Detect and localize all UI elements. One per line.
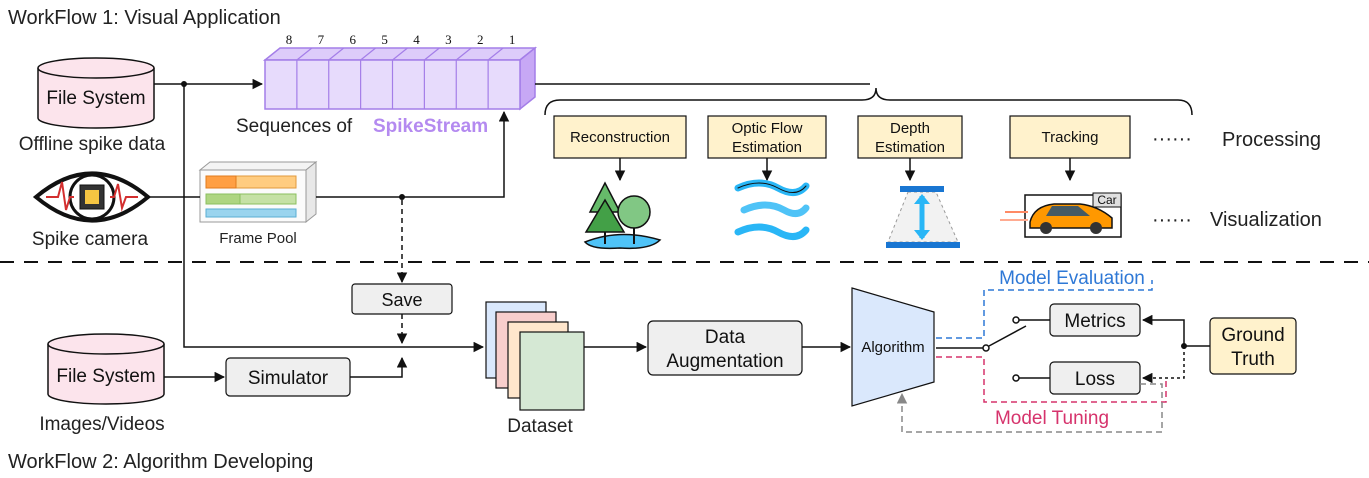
depth-icon [886, 186, 960, 248]
task-box-tracking [1009, 115, 1131, 159]
connector-gt-to-loss [1141, 346, 1185, 384]
dataset-caption: Dataset [507, 416, 573, 437]
task-box-reconstruction [553, 115, 687, 159]
spikestream-caption-highlight: SpikeStream [373, 116, 488, 137]
spikestream-index: 6 [349, 32, 356, 47]
task-label-reconstruction: Reconstruction [570, 129, 670, 146]
switch-lever [988, 325, 1027, 347]
images-videos-caption: Images/Videos [39, 414, 164, 435]
spikestream-index: 4 [413, 32, 420, 47]
frame-pool-caption: Frame Pool [219, 230, 297, 247]
task-box-optic-flow [707, 115, 827, 159]
connector-simulator-up [350, 356, 408, 378]
offline-spike-data-caption: Offline spike data [19, 134, 166, 155]
junction-dot [399, 194, 405, 200]
processing-brace [544, 87, 1193, 116]
tracking-car-icon: Car [1000, 192, 1122, 238]
algorithm-label: Algorithm [861, 339, 924, 356]
dataset-stack [485, 301, 585, 411]
spikestream-index: 7 [318, 32, 325, 47]
workflow2-title: WorkFlow 2: Algorithm Developing [8, 451, 313, 473]
spikestream-index: 2 [477, 32, 484, 47]
visualization-ellipsis: ······ [1152, 209, 1192, 231]
frame-pool-icon [198, 160, 318, 224]
spike-camera-icon [32, 171, 152, 223]
task-label-optic-flow: Optic Flow [732, 120, 803, 137]
spikestream-index: 1 [509, 32, 516, 47]
file-system-bottom: File System [47, 333, 165, 405]
processing-ellipsis: ······ [1152, 128, 1192, 150]
spikestream-divider [392, 47, 408, 61]
switch-terminal-metrics [1012, 316, 1020, 324]
processing-label: Processing [1222, 129, 1321, 151]
trees-icon [583, 181, 662, 250]
file-system-top-label: File System [46, 88, 145, 109]
save-label: Save [381, 290, 422, 310]
spikestream-divider [328, 47, 345, 61]
loss-box [1049, 361, 1141, 395]
model-evaluation-label: Model Evaluation [999, 268, 1145, 289]
visualization-label: Visualization [1210, 209, 1322, 231]
file-system-top: File System [37, 57, 155, 129]
task-label-tracking: Tracking [1042, 129, 1099, 146]
model-evaluation-path [936, 280, 1153, 339]
spikestream-divider [455, 47, 472, 61]
connector-offline-to-dataset [183, 84, 485, 353]
model-tuning-path [936, 356, 1167, 403]
metrics-box [1049, 303, 1141, 337]
spike-camera-caption: Spike camera [32, 229, 149, 250]
model-tuning-label: Model Tuning [995, 408, 1109, 429]
spikestream-divider [296, 47, 313, 61]
task-box-depth [857, 115, 963, 159]
connector-loss-feedback [896, 383, 1163, 433]
task-label-optic-flow-line2: Estimation [732, 139, 802, 156]
car-tag-label: Car [1097, 193, 1116, 207]
algorithm-box [851, 287, 935, 407]
switch-terminal-loss [1012, 374, 1020, 382]
connector-pool-to-spikestream [316, 110, 510, 198]
spikestream-sequence [262, 46, 538, 111]
switch-pivot [982, 344, 990, 352]
spikestream-index: 8 [286, 32, 293, 47]
connector-gt-to-metrics [1141, 314, 1185, 346]
metrics-label: Metrics [1064, 311, 1125, 332]
ground-truth-line1: Ground [1221, 325, 1284, 346]
augmentation-line1: Data [705, 327, 746, 348]
optic-flow-icon [734, 179, 810, 240]
task-label-depth: Depth [890, 120, 930, 137]
spikestream-caption-prefix: Sequences of [236, 116, 353, 137]
spikestream-divider [487, 47, 504, 61]
loss-label: Loss [1075, 369, 1115, 390]
augmentation-line2: Augmentation [666, 351, 783, 372]
simulator-label: Simulator [248, 368, 329, 389]
task-label-depth-line2: Estimation [875, 139, 945, 156]
augmentation-box [647, 320, 803, 376]
spikestream-index: 3 [445, 32, 452, 47]
ground-truth-line2: Truth [1231, 349, 1275, 370]
workflow1-title: WorkFlow 1: Visual Application [8, 7, 281, 29]
spikestream-divider [424, 47, 440, 61]
spikestream-index: 5 [381, 32, 388, 47]
file-system-bottom-label: File System [56, 366, 155, 387]
spikestream-divider [360, 47, 376, 61]
